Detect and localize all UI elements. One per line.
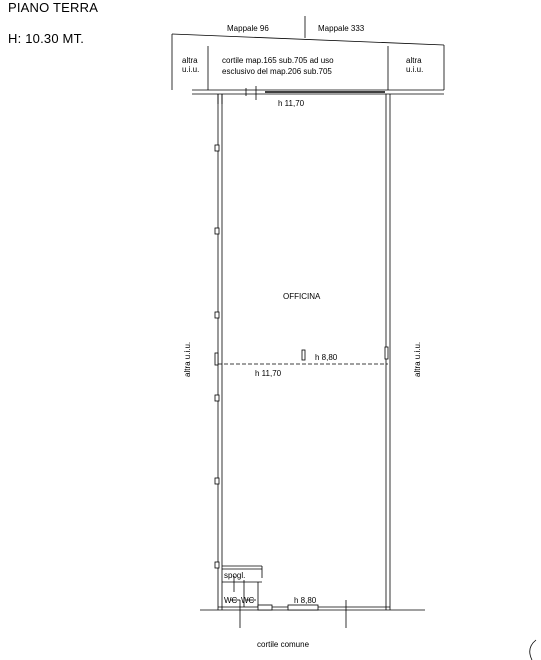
altra-label-left: altra — [182, 56, 198, 65]
wc-label-2: WC — [241, 596, 255, 605]
mappale-333-label: Mappale 333 — [318, 24, 365, 33]
service-rooms — [222, 565, 263, 607]
uiu-label-left: u.i.u. — [182, 65, 199, 74]
mappale-96-label: Mappale 96 — [227, 24, 269, 33]
height-mid2-label: h 11,70 — [255, 369, 282, 378]
altra-uiu-left-vertical: altra u.i.u. — [183, 342, 192, 377]
boundary-lines — [171, 16, 445, 90]
bottom-openings — [239, 600, 347, 628]
height-mid-label: h 8,80 — [315, 353, 338, 362]
floor-title: PIANO TERRA — [8, 0, 99, 15]
building-walls — [200, 94, 425, 611]
cortile-line-1: cortile map.165 sub.705 ad uso — [222, 56, 334, 65]
spogl-label: spogl. — [224, 571, 245, 580]
partial-arc — [529, 639, 537, 660]
top-wall — [192, 86, 444, 104]
wc-label-1: WC — [224, 596, 238, 605]
officina-label: OFFICINA — [283, 292, 321, 301]
uiu-label-right: u.i.u. — [406, 65, 423, 74]
pilasters — [214, 144, 389, 569]
height-label: H: 10.30 MT. — [8, 31, 85, 46]
cortile-line-2: esclusivo del map.206 sub.705 — [222, 67, 332, 76]
cortile-comune-label: cortile comune — [257, 640, 310, 649]
altra-label-right: altra — [406, 56, 422, 65]
height-top-label: h 11,70 — [278, 99, 305, 108]
height-bottom-label: h 8,80 — [294, 596, 317, 605]
altra-uiu-right-vertical: altra u.i.u. — [413, 342, 422, 377]
